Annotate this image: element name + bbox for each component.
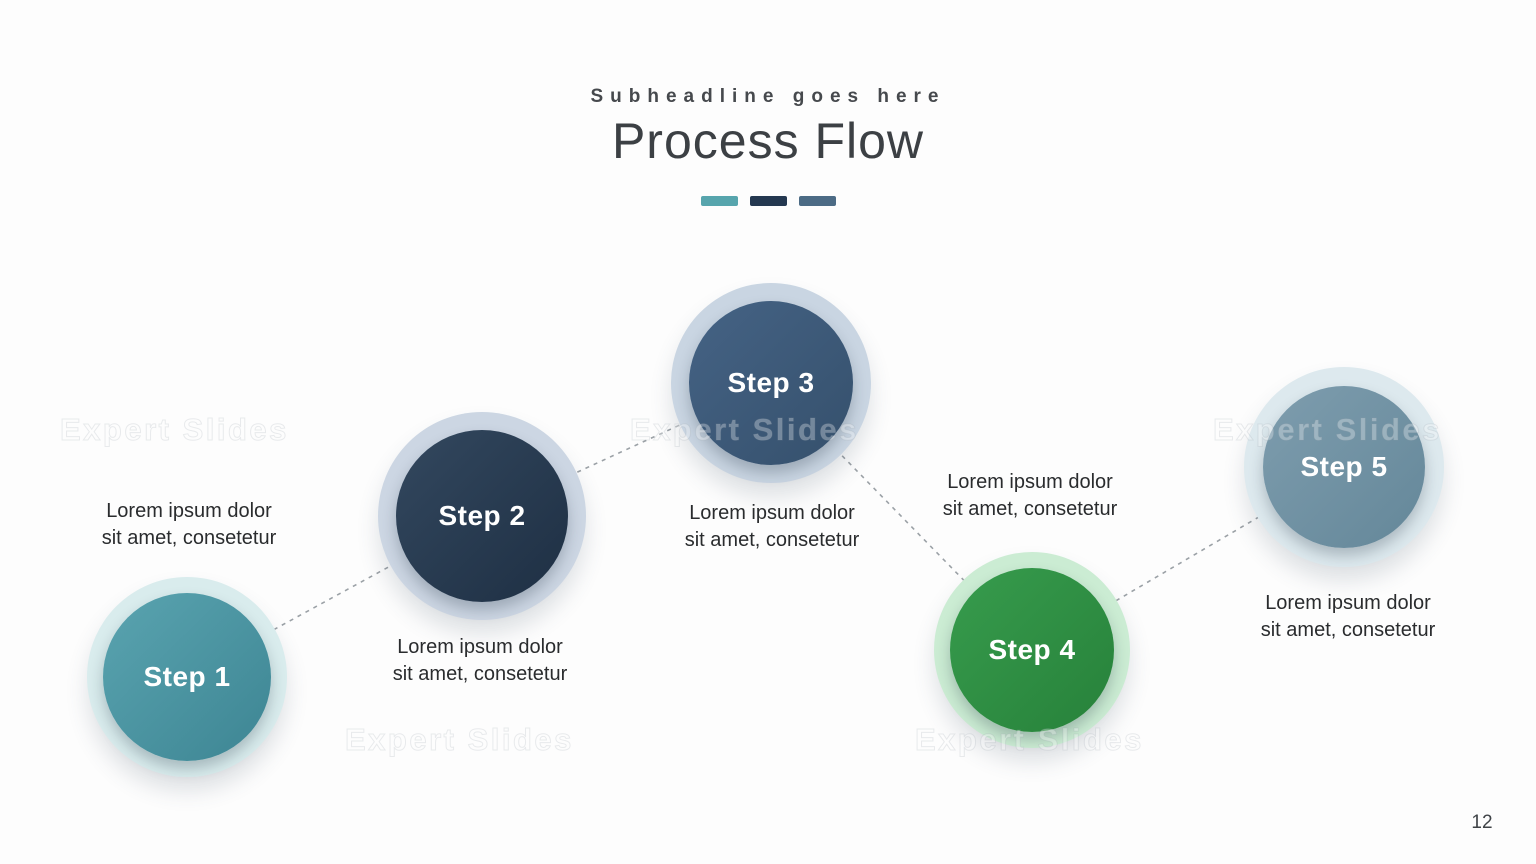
accent-dash-slate	[798, 196, 836, 206]
step-3-circle: Step 3	[671, 283, 871, 483]
step-5-circle: Step 5	[1244, 367, 1444, 567]
title-accent-dashes	[0, 196, 1536, 206]
accent-dash-navy	[749, 196, 787, 206]
step-4-description-line1: Lorem ipsum dolor	[947, 471, 1113, 493]
step-3-description: Lorem ipsum dolor sit amet, consetetur	[632, 500, 912, 554]
step-2-inner-circle: Step 2	[396, 430, 568, 602]
step-4-description: Lorem ipsum dolor sit amet, consetetur	[890, 469, 1170, 523]
step-1-circle: Step 1	[87, 577, 287, 777]
step-5-inner-circle: Step 5	[1263, 386, 1425, 548]
step-4-circle: Step 4	[934, 552, 1130, 748]
step-2-label: Step 2	[438, 500, 526, 531]
accent-dash-teal	[700, 196, 738, 206]
step-3-description-line1: Lorem ipsum dolor	[689, 502, 855, 524]
step-5-description: Lorem ipsum dolor sit amet, consetetur	[1208, 590, 1488, 644]
step-5-description-line1: Lorem ipsum dolor	[1265, 592, 1431, 614]
step-5-description-line2: sit amet, consetetur	[1260, 619, 1436, 641]
step-4-label: Step 4	[988, 634, 1076, 665]
step-2-circle: Step 2	[378, 412, 586, 620]
step-1-description-line2: sit amet, consetetur	[101, 527, 277, 549]
step-4-description-line2: sit amet, consetetur	[942, 498, 1118, 520]
slide-subheadline: Subheadline goes here	[590, 86, 946, 107]
step-2-description-line1: Lorem ipsum dolor	[397, 636, 563, 658]
step-2-description-line2: sit amet, consetetur	[392, 663, 568, 685]
page-number: 12	[1471, 812, 1493, 833]
step-1-inner-circle: Step 1	[103, 593, 271, 761]
step-3-inner-circle: Step 3	[689, 301, 853, 465]
step-1-description-line1: Lorem ipsum dolor	[106, 500, 272, 522]
step-5-label: Step 5	[1300, 451, 1388, 482]
slide-title: Process Flow	[611, 113, 925, 169]
step-2-description: Lorem ipsum dolor sit amet, consetetur	[340, 634, 620, 688]
step-3-description-line2: sit amet, consetetur	[684, 529, 860, 551]
step-1-label: Step 1	[143, 661, 231, 692]
step-4-inner-circle: Step 4	[950, 568, 1114, 732]
step-1-description: Lorem ipsum dolor sit amet, consetetur	[49, 498, 329, 552]
step-3-label: Step 3	[727, 367, 815, 398]
